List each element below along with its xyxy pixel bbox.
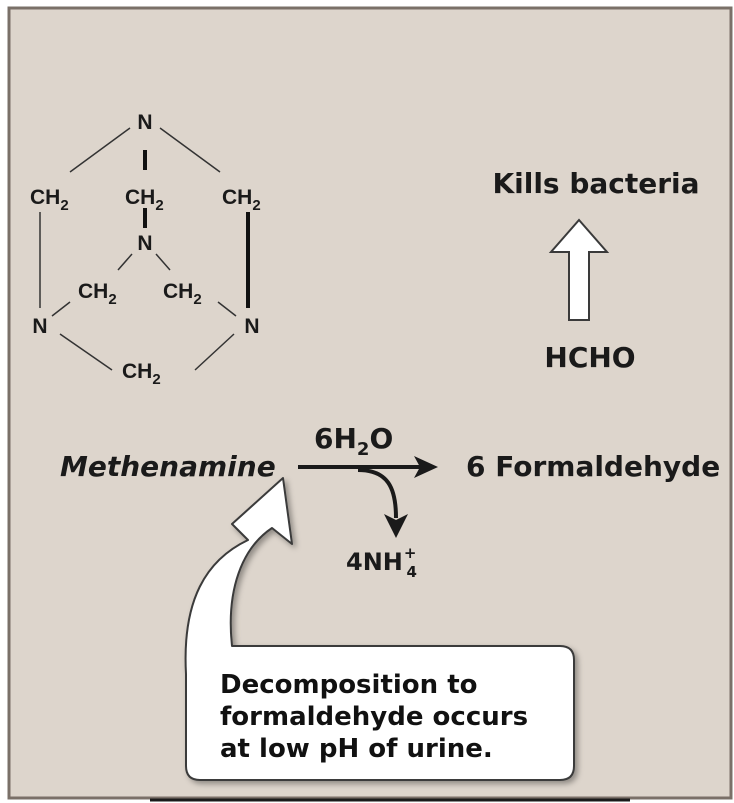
atom-n-left: N	[32, 315, 47, 338]
branch-arrow	[357, 468, 398, 519]
atom-ch2-inner-right: CH2	[163, 280, 202, 308]
atom-n-top: N	[137, 111, 152, 134]
atom-ch2-right: CH2	[222, 186, 261, 214]
atom-ch2-inner-left: CH2	[78, 280, 117, 308]
atom-n-center: N	[137, 232, 152, 255]
callout-text-line3: at low pH of urine.	[220, 734, 493, 764]
bond	[194, 333, 235, 371]
bond	[51, 301, 71, 317]
byproduct-label: 4NH+4	[346, 544, 417, 581]
bond	[217, 301, 237, 317]
bond	[117, 253, 133, 271]
bond	[69, 127, 131, 173]
hcho-label: HCHO	[544, 341, 635, 374]
bond	[155, 253, 171, 271]
callout-box	[184, 477, 575, 781]
bond	[59, 333, 113, 371]
atom-n-right: N	[244, 315, 259, 338]
product-label: 6 Formaldehyde	[466, 450, 720, 483]
reaction-arrowhead-icon	[414, 456, 438, 478]
atom-ch2-center: CH2	[125, 186, 164, 214]
methenamine-structure: N CH2 CH2 CH2 N CH2 CH2 N N CH2	[30, 111, 261, 388]
reagent-label: 6H2O	[314, 422, 393, 460]
branch-arrowhead-icon	[384, 514, 408, 538]
atom-ch2-bottom: CH2	[122, 360, 161, 388]
up-arrow-icon	[548, 218, 610, 321]
methenamine-label: Methenamine	[60, 450, 276, 483]
callout-text-line1: Decomposition to	[220, 670, 478, 700]
atom-ch2-left: CH2	[30, 186, 69, 214]
bond	[159, 127, 221, 173]
callout-text-line2: formaldehyde occurs	[220, 702, 528, 732]
callout	[184, 477, 575, 781]
kills-bacteria-label: Kills bacteria	[492, 167, 699, 200]
